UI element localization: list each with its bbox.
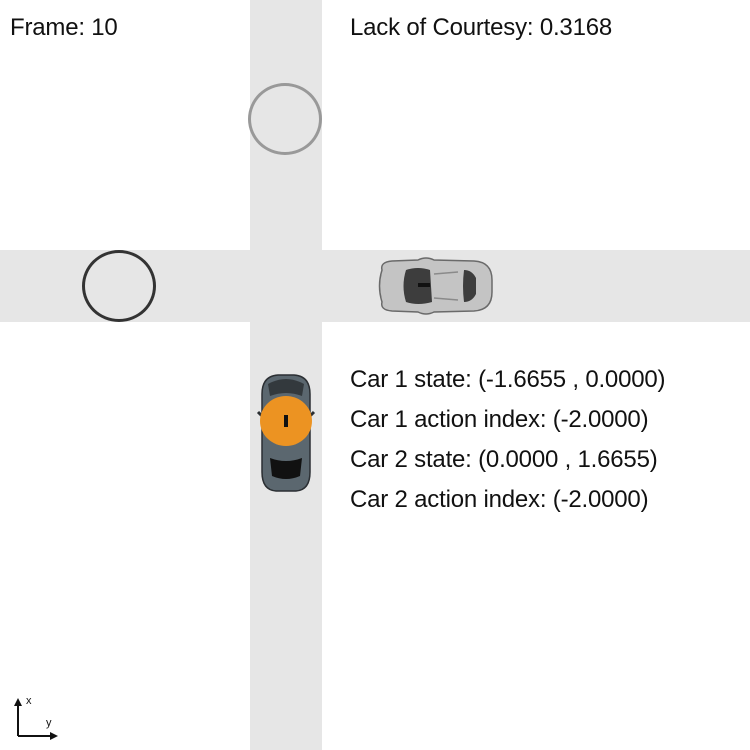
car1-heading-tick — [284, 415, 288, 427]
lack-of-courtesy-readout: Lack of Courtesy: 0.3168 — [350, 14, 613, 41]
axis-y-label: y — [46, 717, 52, 729]
car2-state-readout: Car 2 state: (0.0000 , 1.6655) — [350, 446, 658, 473]
car1-position-marker — [260, 396, 312, 446]
car1-goal-ring-icon — [248, 83, 322, 155]
axes-indicator-icon: x y — [14, 695, 58, 740]
frame-counter: Frame: 10 — [10, 14, 118, 41]
car1-action-readout: Car 1 action index: (-2.0000) — [350, 406, 649, 433]
car2-goal-ring-icon — [82, 250, 156, 322]
car1-state-readout: Car 1 state: (-1.6655 , 0.0000) — [350, 366, 666, 393]
axis-x-label: x — [26, 695, 32, 707]
car2-icon — [378, 257, 493, 315]
car2-action-readout: Car 2 action index: (-2.0000) — [350, 486, 649, 513]
